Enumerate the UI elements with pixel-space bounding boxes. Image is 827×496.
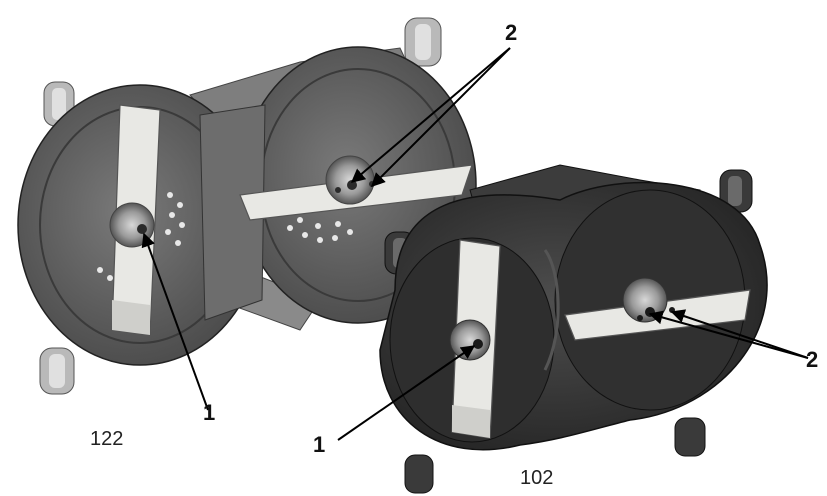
leader-line-left-1 [141,232,209,411]
callout-right-2: 2 [806,347,818,372]
left-center-bolt [137,224,147,234]
model-label-122: 122 [90,428,123,450]
leader-line-left-2a [350,47,511,183]
blade-bolt [335,187,341,193]
leader-line-right-1 [337,345,476,441]
callout-right-1: 1 [313,432,325,457]
leader-line-left-2b [371,47,511,187]
left-spindle-hub [109,202,155,248]
callout-left-1: 1 [203,400,215,425]
callout-left-2: 2 [505,20,517,45]
right-spindle-hub [622,277,668,323]
caster-wheel [674,417,706,457]
right-spindle-hub [325,155,375,205]
caster-wheel [719,169,753,213]
caster-wheel [39,347,75,395]
model-label-102: 102 [520,467,553,489]
vent-holes [97,192,353,288]
blade-bolt [637,315,643,321]
caster-wheel [404,17,442,67]
deck-102 [379,164,768,494]
leader-line-right-2b [670,309,809,359]
left-spindle-hub [449,319,491,361]
left-center-bolt [473,339,483,349]
leader-lines [141,47,809,441]
caster-wheel [404,454,434,494]
